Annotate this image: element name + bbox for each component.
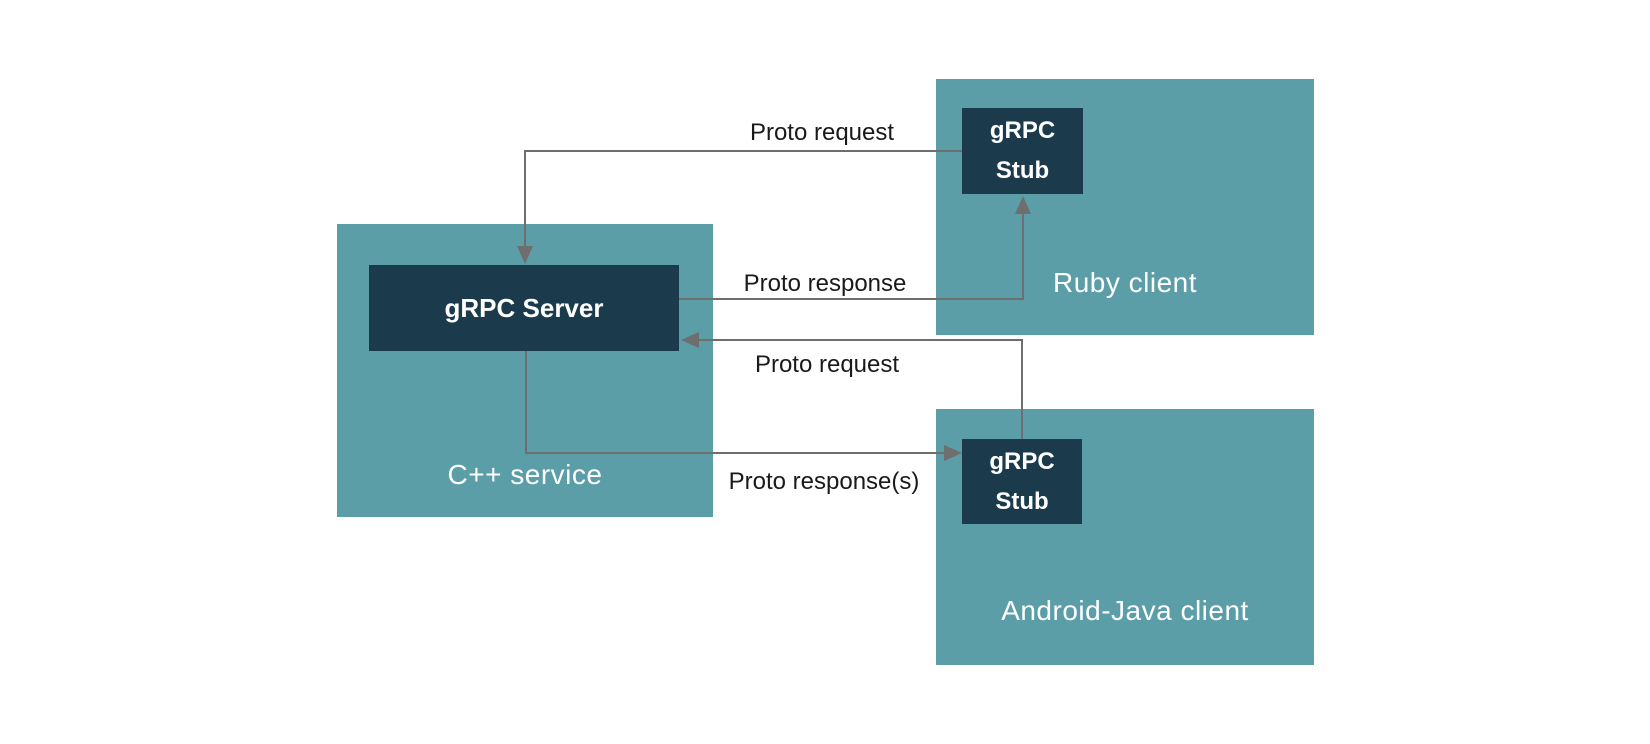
- ruby-grpc-stub-label-line2: Stub: [995, 157, 1050, 184]
- android-grpc-stub-label-line2: Stub: [995, 487, 1049, 515]
- grpc-server-box: gRPC Server: [369, 265, 679, 351]
- ruby-grpc-stub-box: gRPC Stub: [962, 108, 1083, 194]
- edge-label-proto-responses: Proto response(s): [729, 468, 920, 495]
- android-grpc-stub-box: gRPC Stub: [962, 439, 1082, 524]
- edge-label-proto-response: Proto response: [744, 270, 907, 297]
- cpp-service-label: C++ service: [447, 459, 603, 490]
- edge-label-proto-request-bottom: Proto request: [755, 351, 899, 378]
- ruby-grpc-stub-label-line1: gRPC: [989, 117, 1056, 144]
- android-java-client-label: Android-Java client: [1001, 595, 1249, 626]
- edge-label-proto-request-top: Proto request: [750, 119, 894, 146]
- ruby-client-label: Ruby client: [1052, 267, 1197, 298]
- grpc-server-label: gRPC Server: [444, 292, 604, 323]
- android-grpc-stub-label-line1: gRPC: [989, 447, 1055, 475]
